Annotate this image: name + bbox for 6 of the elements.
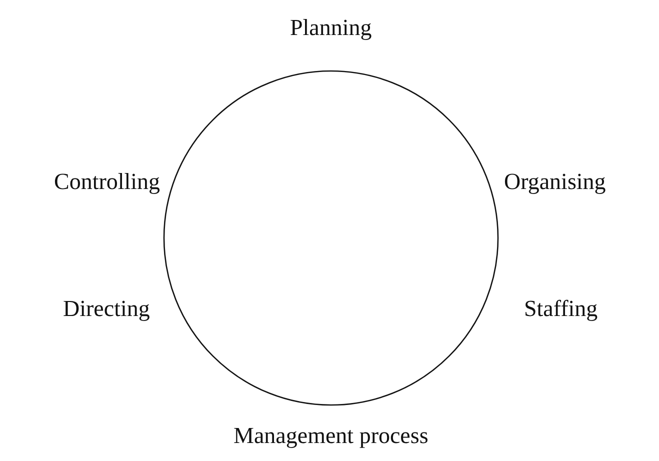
stage-label: Organising bbox=[504, 170, 606, 193]
stage-label: Planning bbox=[290, 16, 372, 39]
caption: Management process bbox=[234, 424, 428, 447]
stage-label: Controlling bbox=[54, 170, 160, 193]
stage-label: Directing bbox=[63, 297, 150, 320]
stage-label: Staffing bbox=[524, 297, 598, 320]
